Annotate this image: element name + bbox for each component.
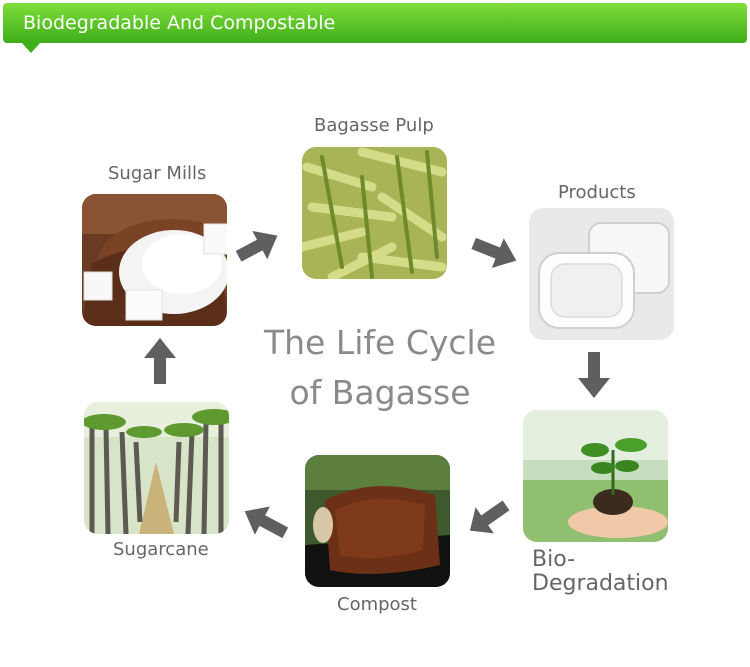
label-sugar-mills: Sugar Mills xyxy=(108,163,206,184)
arrow-products-to-biodegradation-icon xyxy=(574,350,614,400)
label-bio-degradation-line1: Bio- xyxy=(532,548,682,572)
arrow-biodegradation-to-compost-icon xyxy=(464,496,512,540)
image-bagasse-pulp xyxy=(302,147,447,279)
arrow-compost-to-sugarcane-icon xyxy=(240,500,290,544)
label-sugarcane: Sugarcane xyxy=(113,539,209,560)
banner-title: Biodegradable And Compostable xyxy=(23,12,335,34)
arrow-sugarcane-to-mills-icon xyxy=(140,336,180,386)
image-compost xyxy=(305,455,450,587)
label-bagasse-pulp: Bagasse Pulp xyxy=(314,115,434,136)
arrow-mills-to-pulp-icon xyxy=(234,226,282,266)
center-title-line2: of Bagasse xyxy=(260,368,500,418)
label-products: Products xyxy=(558,182,636,203)
image-bio-degradation xyxy=(523,410,668,542)
label-bio-degradation-line2: Degradation xyxy=(532,572,682,596)
image-sugarcane xyxy=(84,402,229,534)
center-title: The Life Cycle of Bagasse xyxy=(260,318,500,418)
arrow-pulp-to-products-icon xyxy=(470,232,520,272)
label-compost: Compost xyxy=(337,594,417,615)
image-sugar-mills xyxy=(82,194,227,326)
image-products xyxy=(529,208,674,340)
center-title-line1: The Life Cycle xyxy=(260,318,500,368)
banner-tail xyxy=(22,43,40,53)
header-banner: Biodegradable And Compostable xyxy=(3,3,747,43)
label-bio-degradation: Bio- Degradation xyxy=(532,548,682,596)
